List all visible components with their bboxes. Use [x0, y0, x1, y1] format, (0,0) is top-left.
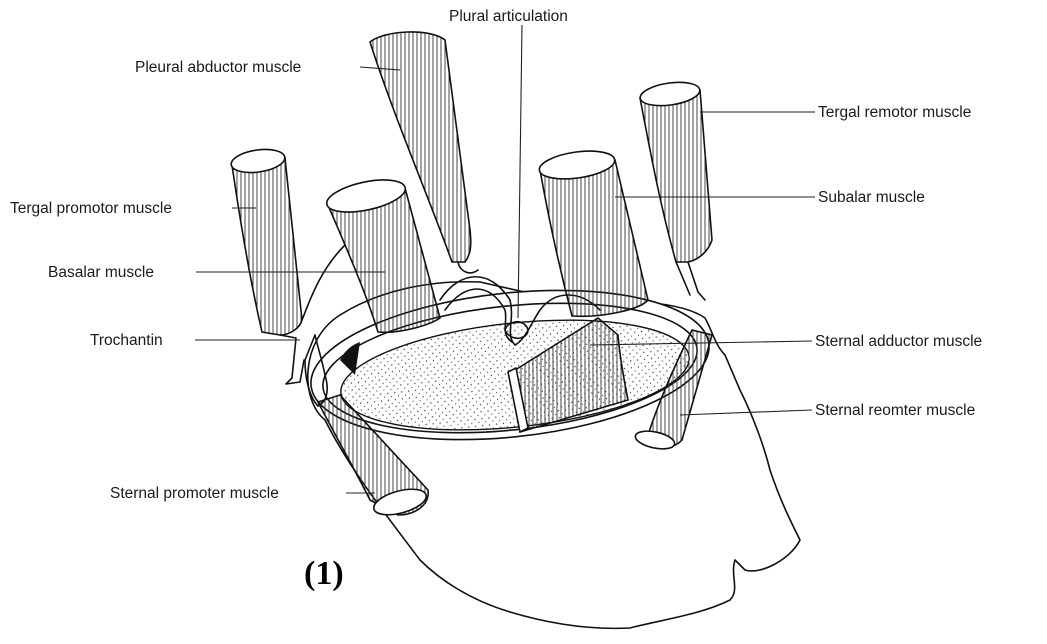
- tergal-remotor-muscle: [640, 90, 712, 262]
- leader-sternal-reomter: [680, 410, 812, 415]
- pleural-abductor-tendon: [458, 262, 478, 273]
- label-tergal-remotor: Tergal remotor muscle: [818, 104, 971, 121]
- figure-number: (1): [304, 555, 344, 592]
- label-plural-articulation: Plural articulation: [449, 8, 568, 25]
- label-basalar: Basalar muscle: [48, 264, 154, 281]
- label-subalar: Subalar muscle: [818, 189, 925, 206]
- tergal-remotor-tendon: [676, 262, 705, 300]
- label-sternal-reomter: Sternal reomter muscle: [815, 402, 975, 419]
- tergal-promotor-muscle: [232, 158, 302, 335]
- label-sternal-adductor: Sternal adductor muscle: [815, 333, 982, 350]
- leader-plural-articulation: [518, 25, 522, 318]
- label-pleural-abductor: Pleural abductor muscle: [135, 59, 301, 76]
- label-sternal-promoter: Sternal promoter muscle: [110, 485, 279, 502]
- label-tergal-promotor: Tergal promotor muscle: [10, 200, 172, 217]
- label-trochantin: Trochantin: [90, 332, 163, 349]
